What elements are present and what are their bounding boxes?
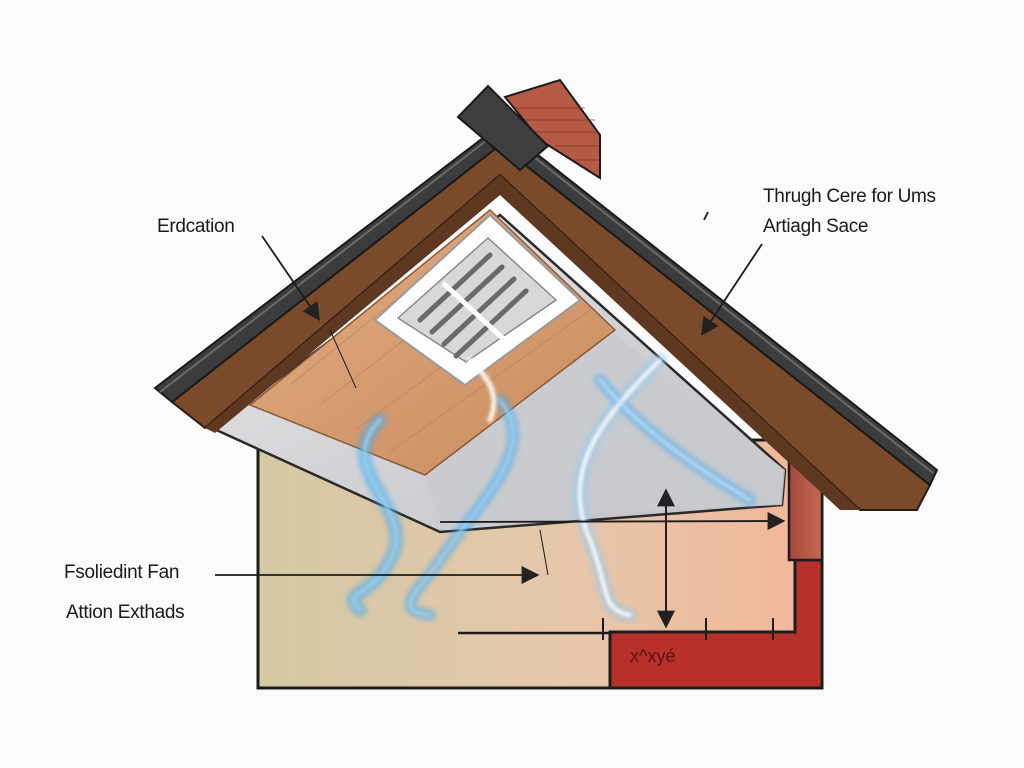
label-left-line2: Attion Exthads bbox=[66, 602, 185, 623]
floor-line bbox=[458, 618, 774, 688]
pointer-lines bbox=[215, 211, 786, 629]
label-top-right-line2: Artiagh Sace bbox=[763, 216, 869, 237]
chimney bbox=[456, 78, 601, 180]
vent-grille bbox=[373, 213, 582, 387]
label-top-left: Erdcation bbox=[157, 216, 235, 237]
label-top-right-line1: Thrugh Cere for Ums bbox=[763, 186, 936, 207]
floor-mark-text: x^xyé bbox=[630, 646, 675, 666]
label-left-line1: Fsoliedint Fan bbox=[64, 562, 180, 583]
